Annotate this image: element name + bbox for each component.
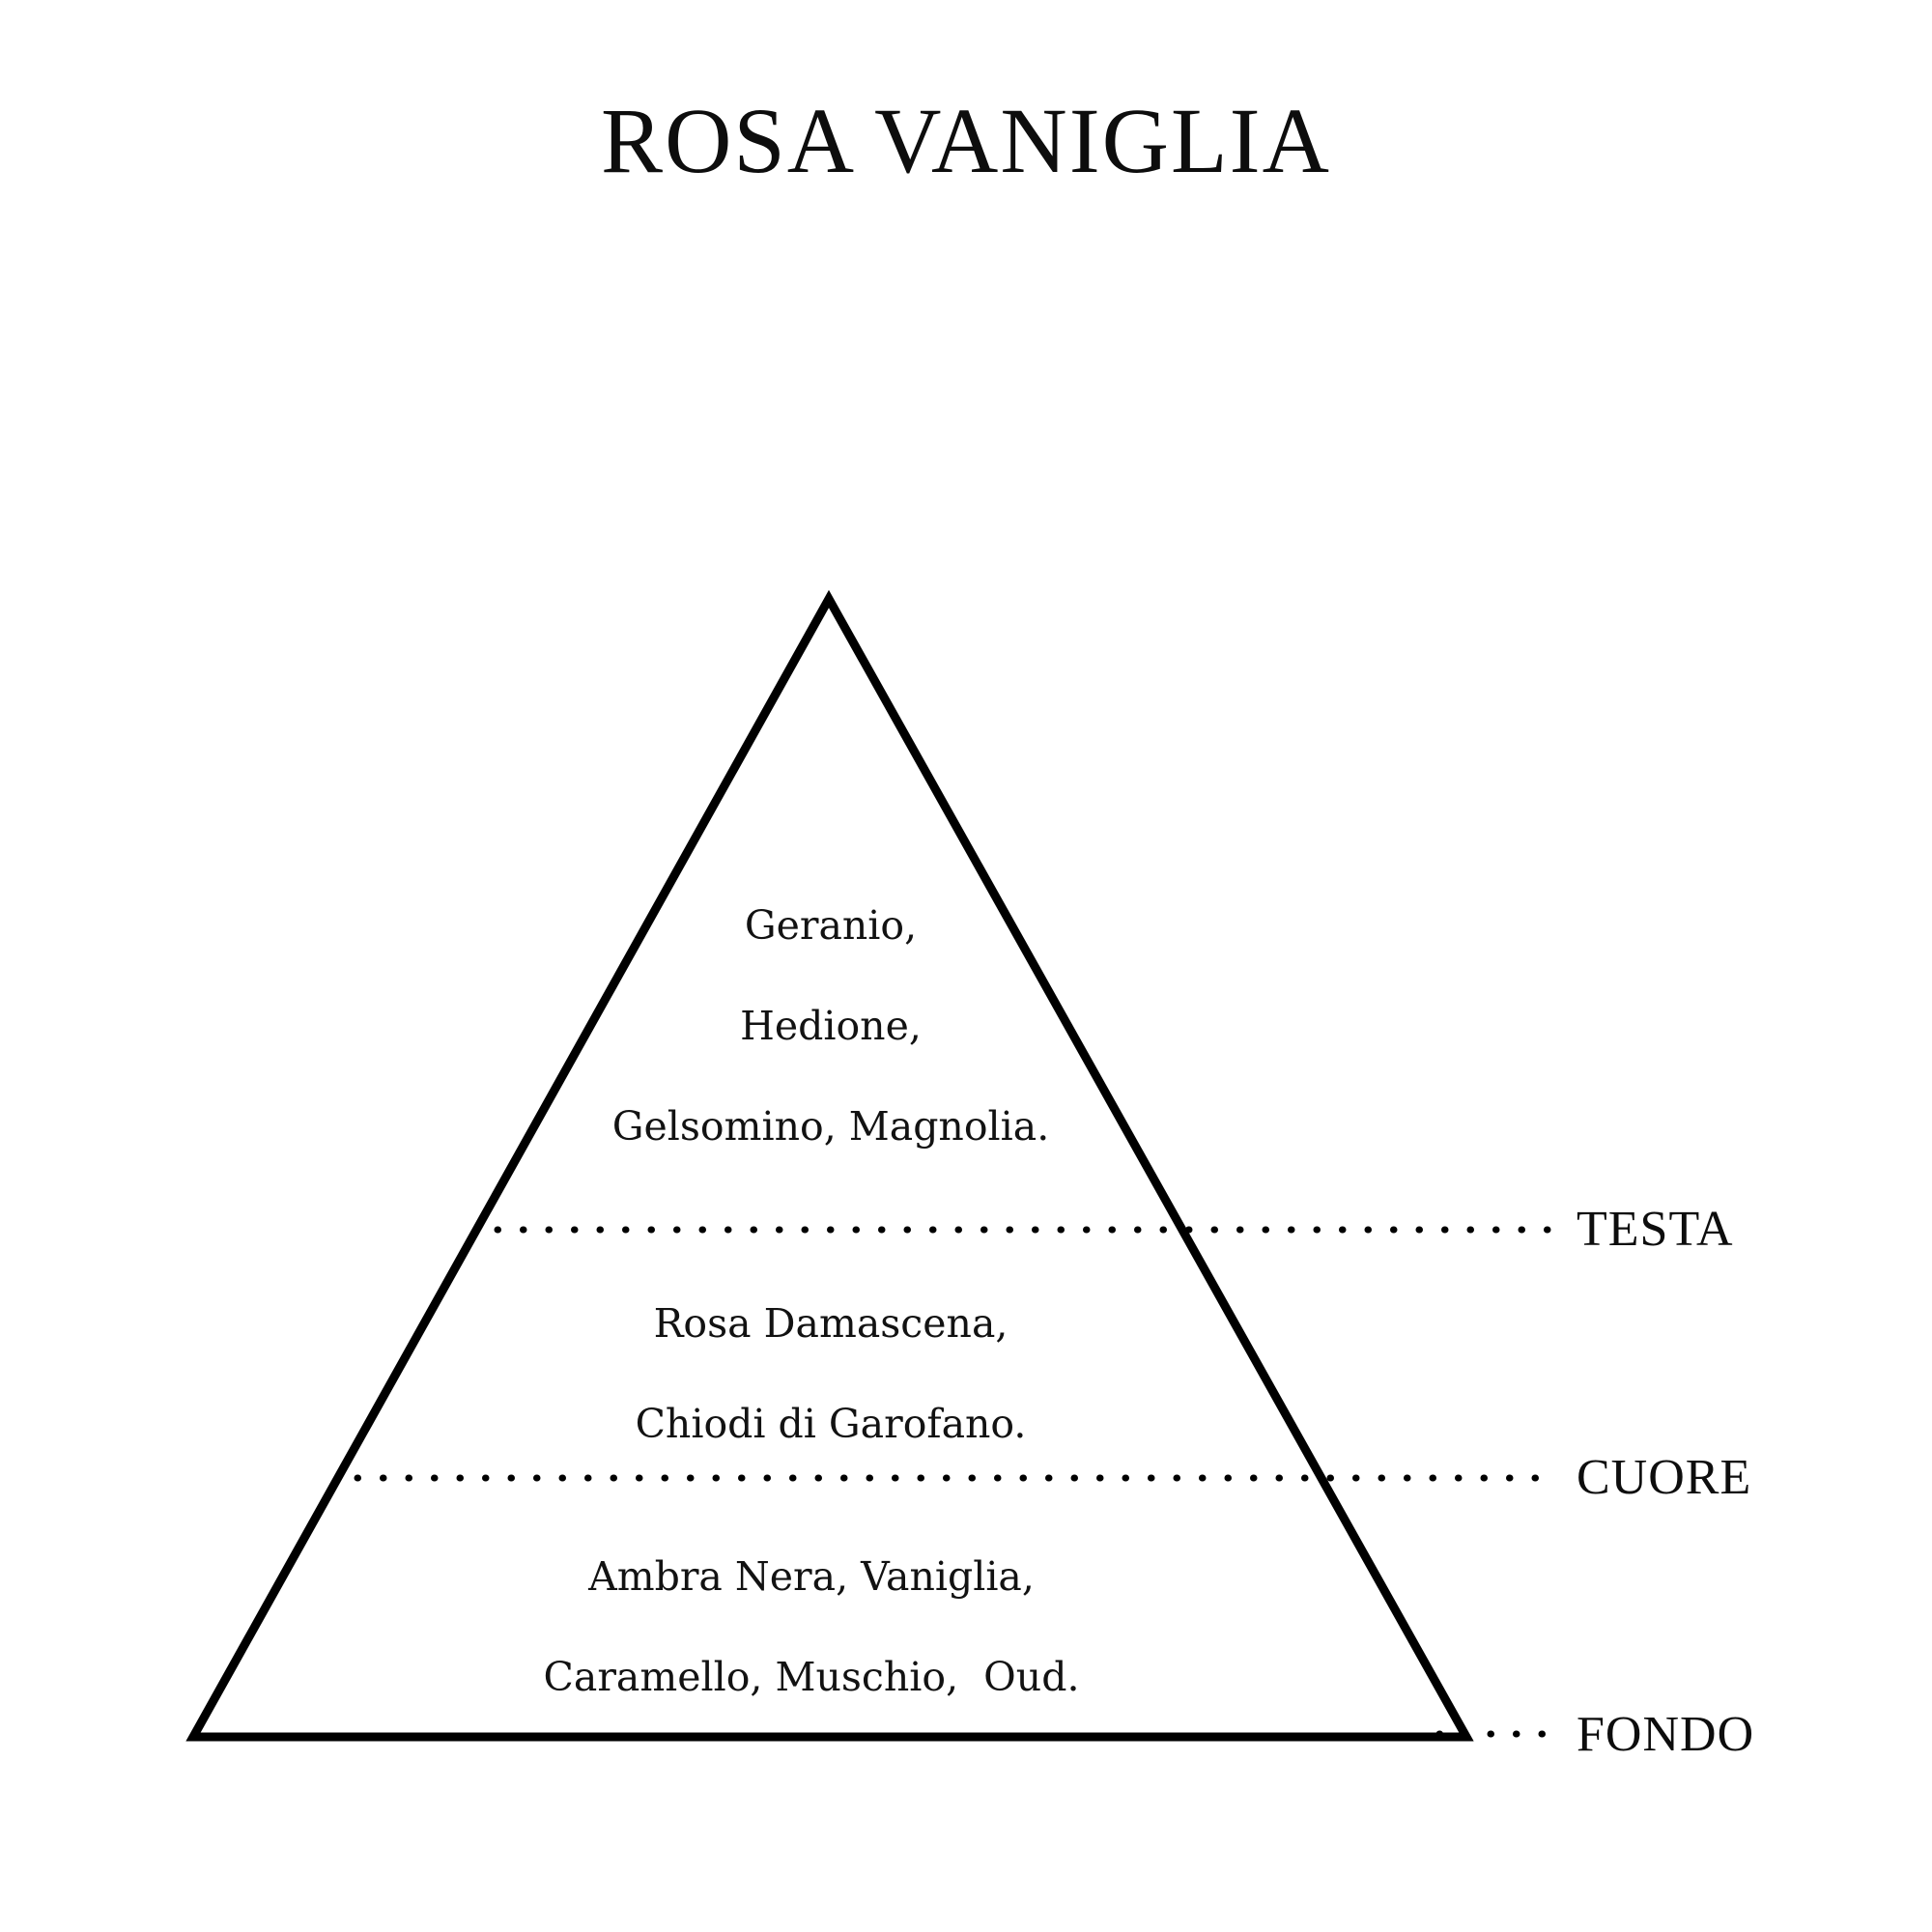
note-line: Caramello, Muschio, Oud. <box>543 1654 1080 1700</box>
tier-label-fondo: FONDO <box>1577 1707 1755 1762</box>
tier-label-testa: TESTA <box>1577 1202 1734 1257</box>
note-line: Geranio, <box>744 902 918 949</box>
tier-notes-cuore: Rosa Damascena, Chiodi di Garofano. <box>348 1273 1314 1474</box>
tier-notes-fondo: Ambra Nera, Vaniglia, Caramello, Muschio… <box>328 1526 1294 1727</box>
note-line: Hedione, <box>740 1003 922 1049</box>
note-line: Rosa Damascena, <box>653 1300 1009 1347</box>
note-line: Chiodi di Garofano. <box>635 1401 1027 1447</box>
tier-label-cuore: CUORE <box>1577 1450 1752 1505</box>
note-line: Gelsomino, Magnolia. <box>611 1103 1050 1150</box>
note-line: Ambra Nera, Vaniglia, <box>588 1553 1035 1600</box>
tier-notes-testa: Geranio, Hedione, Gelsomino, Magnolia. <box>348 875 1314 1177</box>
page-title: ROSA VANIGLIA <box>601 89 1331 192</box>
